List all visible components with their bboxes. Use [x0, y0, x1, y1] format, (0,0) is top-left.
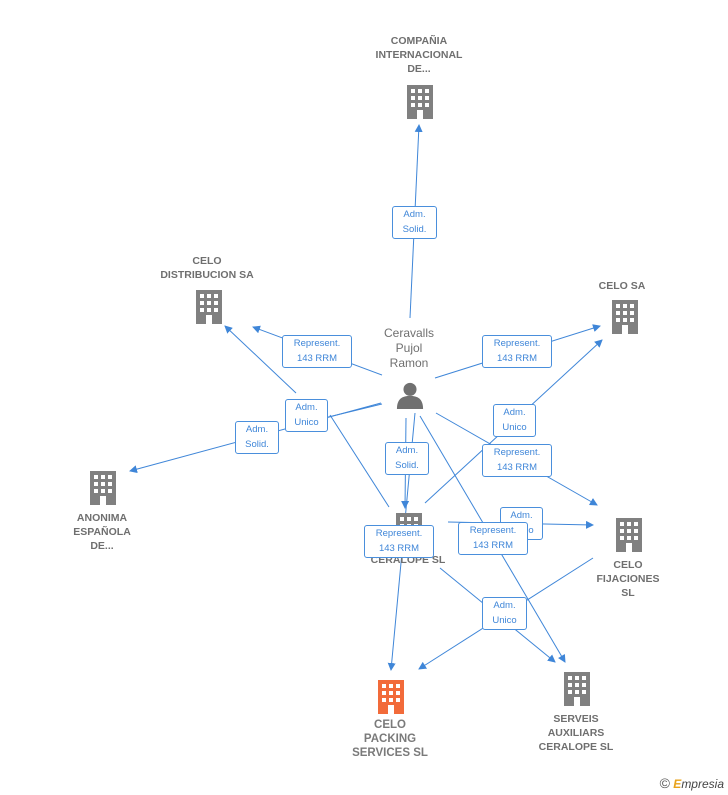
- node-label-compania[interactable]: COMPAÑIA INTERNACIONAL DE...: [375, 35, 463, 75]
- icons-layer: [90, 85, 642, 714]
- edges-layer: [129, 124, 603, 671]
- edge-label-e4[interactable]: Adm. Unico: [285, 399, 328, 432]
- copyright-icon: ©: [659, 775, 670, 791]
- node-label-celo-distribucion[interactable]: CELO DISTRIBUCION SA: [160, 255, 254, 281]
- edge-line-15: [329, 414, 390, 508]
- edge-label-e8[interactable]: Represent. 143 RRM: [482, 444, 552, 477]
- edge-label-e5[interactable]: Adm. Solid.: [235, 421, 279, 454]
- edge-line-5: [224, 325, 297, 394]
- building-icon-celo-packing[interactable]: [378, 680, 404, 714]
- edge-label-e2[interactable]: Represent. 143 RRM: [282, 335, 352, 368]
- person-icon-person[interactable]: [396, 382, 424, 409]
- building-icon-celo-fijaciones[interactable]: [616, 518, 642, 552]
- edge-label-e6[interactable]: Adm. Unico: [493, 404, 536, 437]
- edge-label-e7[interactable]: Adm. Solid.: [385, 442, 429, 475]
- building-icon-celo-sa[interactable]: [612, 300, 638, 334]
- node-label-anonima[interactable]: ANONIMA ESPAÑOLA DE...: [73, 512, 131, 552]
- brand-logo: Empresia: [673, 777, 724, 791]
- edge-label-e11[interactable]: Represent. 143 RRM: [458, 522, 528, 555]
- edge-label-e3[interactable]: Represent. 143 RRM: [482, 335, 552, 368]
- building-icon-anonima[interactable]: [90, 471, 116, 505]
- node-label-celo-fijaciones[interactable]: CELO FIJACIONES SL: [596, 559, 660, 599]
- footer-watermark: © Empresia: [660, 775, 724, 791]
- node-label-celo-sa[interactable]: CELO SA: [598, 280, 646, 292]
- node-label-serveis[interactable]: SERVEIS AUXILIARS CERALOPE SL: [538, 713, 614, 753]
- building-icon-celo-distribucion[interactable]: [196, 290, 222, 324]
- edge-label-e10[interactable]: Represent. 143 RRM: [364, 525, 434, 558]
- building-icon-compania[interactable]: [407, 85, 433, 119]
- node-label-person[interactable]: Ceravalls Pujol Ramon: [383, 326, 434, 370]
- edge-label-e1[interactable]: Adm. Solid.: [392, 206, 437, 239]
- node-label-celo-packing[interactable]: CELO PACKING SERVICES SL: [352, 719, 428, 759]
- edge-label-e12[interactable]: Adm. Unico: [482, 597, 527, 630]
- building-icon-serveis[interactable]: [564, 672, 590, 706]
